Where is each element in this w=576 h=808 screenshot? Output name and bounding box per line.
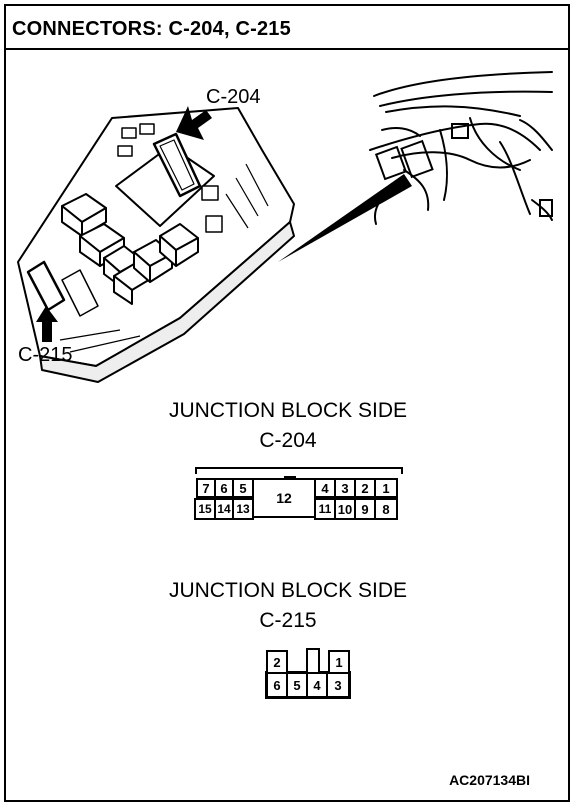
c215-pin-blank: [306, 648, 320, 674]
c204-pin: 3: [334, 478, 356, 498]
c215-pin: 6: [266, 672, 288, 698]
c204-pin: 2: [354, 478, 376, 498]
c204-pin: 6: [214, 478, 234, 498]
c204-pin: 9: [354, 498, 376, 520]
c215-pin: 4: [306, 672, 328, 698]
c215-pin: 3: [326, 672, 350, 698]
c204-pin: 13: [232, 498, 254, 520]
diagram-frame: [4, 4, 570, 802]
c215-pin: 2: [266, 650, 288, 674]
c215-pin: 5: [286, 672, 308, 698]
c204-pin: 14: [214, 498, 234, 520]
c215-pin: 1: [328, 650, 350, 674]
c204-pin: 4: [314, 478, 336, 498]
location-leader: [278, 174, 412, 262]
c215-caption-line2: C-215: [259, 609, 317, 632]
c204-pin: 10: [334, 498, 356, 520]
c204-pin: 1: [374, 478, 398, 498]
c204-socket: [152, 132, 202, 198]
c204-pin: 5: [232, 478, 254, 498]
relay-blocks: [61, 193, 199, 305]
c204-pin: 15: [194, 498, 216, 520]
title-separator: [4, 48, 570, 50]
c204-housing: [195, 467, 403, 474]
c204-pin: 11: [314, 498, 336, 520]
c215-caption: JUNCTION BLOCK SIDE C-215: [0, 576, 576, 636]
c204-callout-label: C-204: [206, 86, 261, 108]
vehicle-harness-sketch: [369, 71, 553, 225]
page-title: CONNECTORS: C-204, C-215: [12, 18, 291, 40]
c204-caption-line2: C-204: [259, 429, 317, 452]
c204-pin: 7: [196, 478, 216, 498]
c215-callout-label: C-215: [18, 344, 73, 366]
c215-socket: [26, 260, 66, 312]
c204-pin: 8: [374, 498, 398, 520]
housing-front-face: [39, 221, 295, 383]
c215-caption-line1: JUNCTION BLOCK SIDE: [168, 579, 408, 602]
figure-code: AC207134BI: [449, 772, 530, 788]
c204-caption-line1: JUNCTION BLOCK SIDE: [168, 399, 408, 422]
c204-arrow: [176, 106, 212, 140]
c204-pin-center: 12: [252, 478, 316, 518]
fuse-cells: [117, 123, 223, 233]
c204-caption: JUNCTION BLOCK SIDE C-204: [0, 396, 576, 456]
c215-arrow: [36, 306, 58, 342]
